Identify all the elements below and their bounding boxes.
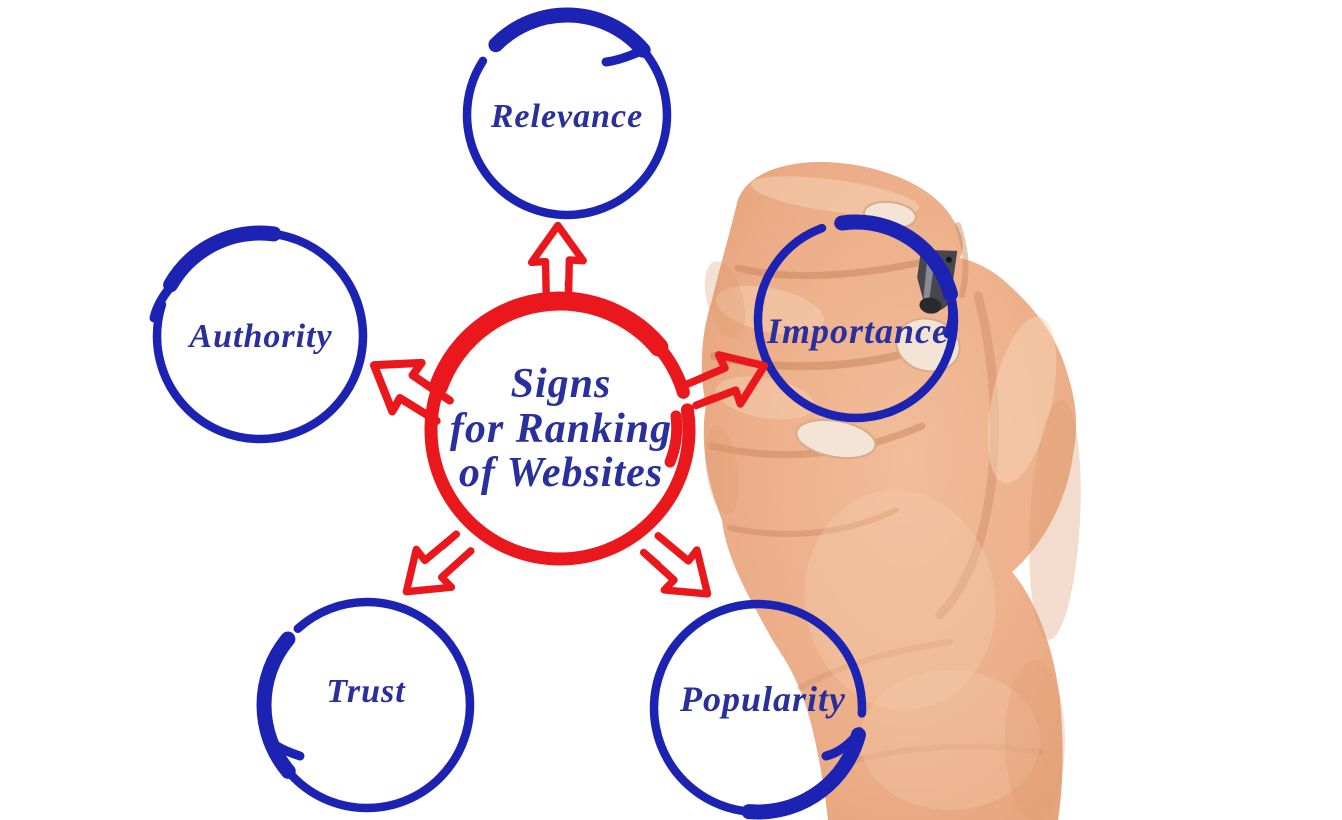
center-title-line-1: Signs [510,361,612,408]
center-title-line-2: for Ranking [449,405,673,452]
center-circle [421,291,699,569]
trust-circle [256,594,478,816]
relevance-circle [459,7,675,223]
arrow-down-left-icon [402,530,475,596]
arrow-left-icon [369,358,454,425]
arrow-up-icon [527,221,587,305]
arrow-down-right-icon [639,532,712,598]
node-label-authority: Authority [189,318,333,355]
center-title-line-3: of Websites [458,450,664,497]
node-label-relevance: Relevance [490,98,644,135]
popularity-circle [646,596,870,820]
node-label-trust: Trust [326,673,406,710]
node-label-importance: Importance [766,311,950,351]
authority-circle [149,225,371,447]
arrow-right-icon [683,351,769,410]
importance-circle [750,214,962,426]
hand-silhouette [701,162,1081,820]
center-title: Signs for Ranking of Websites [450,362,672,496]
node-label-popularity: Popularity [679,679,847,719]
